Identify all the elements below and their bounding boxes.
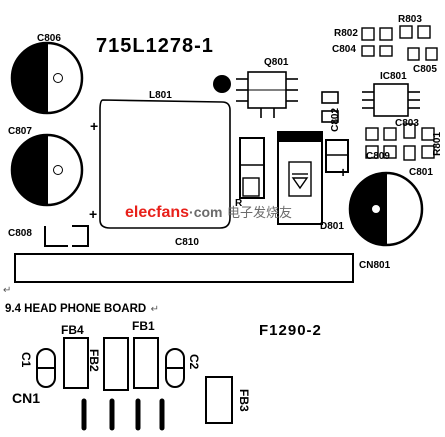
section-return-mark: ↵ (150, 304, 160, 315)
elecfans-watermark: elecfans·com 电子发烧友 (125, 205, 292, 221)
q801-package (236, 71, 298, 118)
c808-pads (44, 225, 89, 247)
c2-label: C2 (187, 354, 201, 370)
section-heading-text: 9.4 HEAD PHONE BOARD (5, 303, 147, 315)
c803-label: C803 (395, 118, 419, 129)
c804-label: C804 (332, 44, 356, 55)
watermark-cjk: 电子发烧友 (226, 206, 292, 221)
fb4-pad (63, 337, 89, 389)
fb1-pad (133, 337, 159, 389)
c802-pad (321, 91, 339, 123)
fb4-label: FB4 (61, 323, 84, 337)
c807-capacitor (10, 133, 84, 207)
c810-label: C810 (175, 237, 199, 248)
board2-model-number: F1290-2 (259, 322, 322, 339)
c809-label: C809 (366, 151, 390, 162)
c801-capacitor (348, 171, 424, 247)
fb1-label: FB1 (132, 319, 155, 333)
c807-plus-label: + (89, 206, 98, 222)
c807-label: C807 (8, 126, 32, 137)
fb2-label: FB2 (87, 349, 101, 372)
cn801-label: CN801 (359, 260, 391, 271)
l801-inductor-outline (99, 99, 231, 229)
fb2-pad (103, 337, 129, 391)
cn801-bar (14, 253, 354, 283)
ic801-package (362, 83, 420, 117)
r802-label: R802 (334, 28, 358, 39)
c806-plus-label: + (90, 118, 99, 134)
board2-artwork (36, 337, 233, 431)
section-heading: 9.4 HEAD PHONE BOARD ↵ (5, 300, 159, 316)
c802-label: C802 (330, 108, 341, 132)
l801-label: L801 (149, 90, 172, 101)
c808-label: C808 (8, 228, 32, 239)
c805-label: C805 (413, 64, 437, 75)
c806-label: C806 (37, 33, 61, 44)
board1-artwork (10, 25, 438, 283)
r801-label: R801 (432, 132, 443, 156)
q801-label: Q801 (264, 57, 289, 68)
return-mark-upper: ↵ (3, 285, 12, 296)
c-pad-right (325, 139, 349, 173)
cn1-pins (81, 398, 165, 431)
r-pad-1 (239, 137, 265, 199)
fb3-pad (205, 376, 233, 424)
watermark-logo-text: elecfans (125, 204, 190, 221)
c801-label: C801 (409, 167, 433, 178)
watermark-dot-com: ·com (189, 204, 223, 220)
r803-label: R803 (398, 14, 422, 25)
board1-model-number: 715L1278-1 (96, 35, 214, 57)
cn1-label: CN1 (12, 390, 41, 406)
d801-block (277, 131, 323, 225)
polarity-dot (213, 75, 231, 93)
small-smd-pads (361, 25, 438, 61)
r-pad-2 (242, 177, 260, 197)
c806-capacitor (10, 41, 84, 115)
c1-capacitor (36, 348, 56, 388)
d801-label: D801 (320, 221, 344, 232)
c1-label: C1 (19, 352, 33, 368)
c803-c809-r801-pads (365, 123, 435, 161)
ic801-label: IC801 (380, 71, 407, 82)
c801-plus-label: + (339, 164, 348, 180)
fb3-label: FB3 (237, 389, 251, 412)
r-label: R (235, 198, 243, 209)
c2-capacitor (165, 348, 185, 388)
